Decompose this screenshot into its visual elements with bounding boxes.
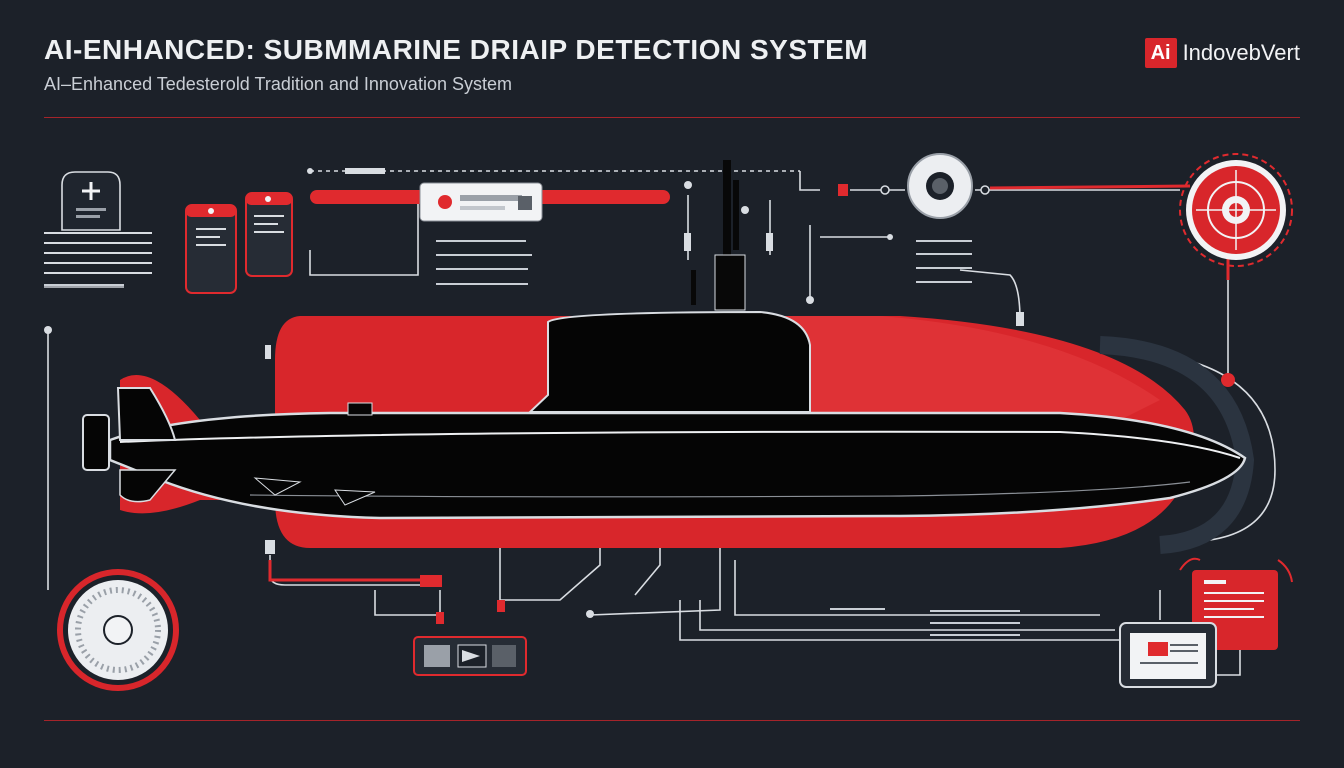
camera-lens-icon: [907, 153, 973, 219]
bottom-divider: [44, 720, 1300, 721]
page-title: AI-ENHANCED: SUBMMARINE DRIAIP DETECTION…: [44, 34, 869, 65]
top-divider: [44, 117, 1300, 118]
readout-glyphs: [44, 240, 1020, 636]
brand-logo: Ai IndovebVert: [1144, 36, 1300, 70]
control-module: [413, 636, 527, 676]
status-bars: [44, 232, 152, 288]
header: AI-ENHANCED: SUBMMARINE DRIAIP DETECTION…: [44, 30, 1300, 100]
brand-name: IndovebVert: [1182, 40, 1300, 65]
brand-badge: Ai: [1144, 38, 1177, 68]
connector-nodes: [44, 168, 1235, 624]
page-subtitle: AI–Enhanced Tedesterold Tradition and In…: [44, 74, 512, 94]
data-panel-right: [245, 192, 293, 277]
radar-target-icon: [1179, 153, 1293, 267]
alert-monitor-icon: [1119, 557, 1293, 688]
submarine-hull: [82, 160, 1247, 520]
control-bar: [310, 168, 670, 222]
connector-lines: [47, 170, 1276, 676]
shield-plus-icon: [61, 171, 121, 231]
sonar-dial-icon: [57, 569, 179, 691]
data-panel-left: [185, 204, 237, 294]
